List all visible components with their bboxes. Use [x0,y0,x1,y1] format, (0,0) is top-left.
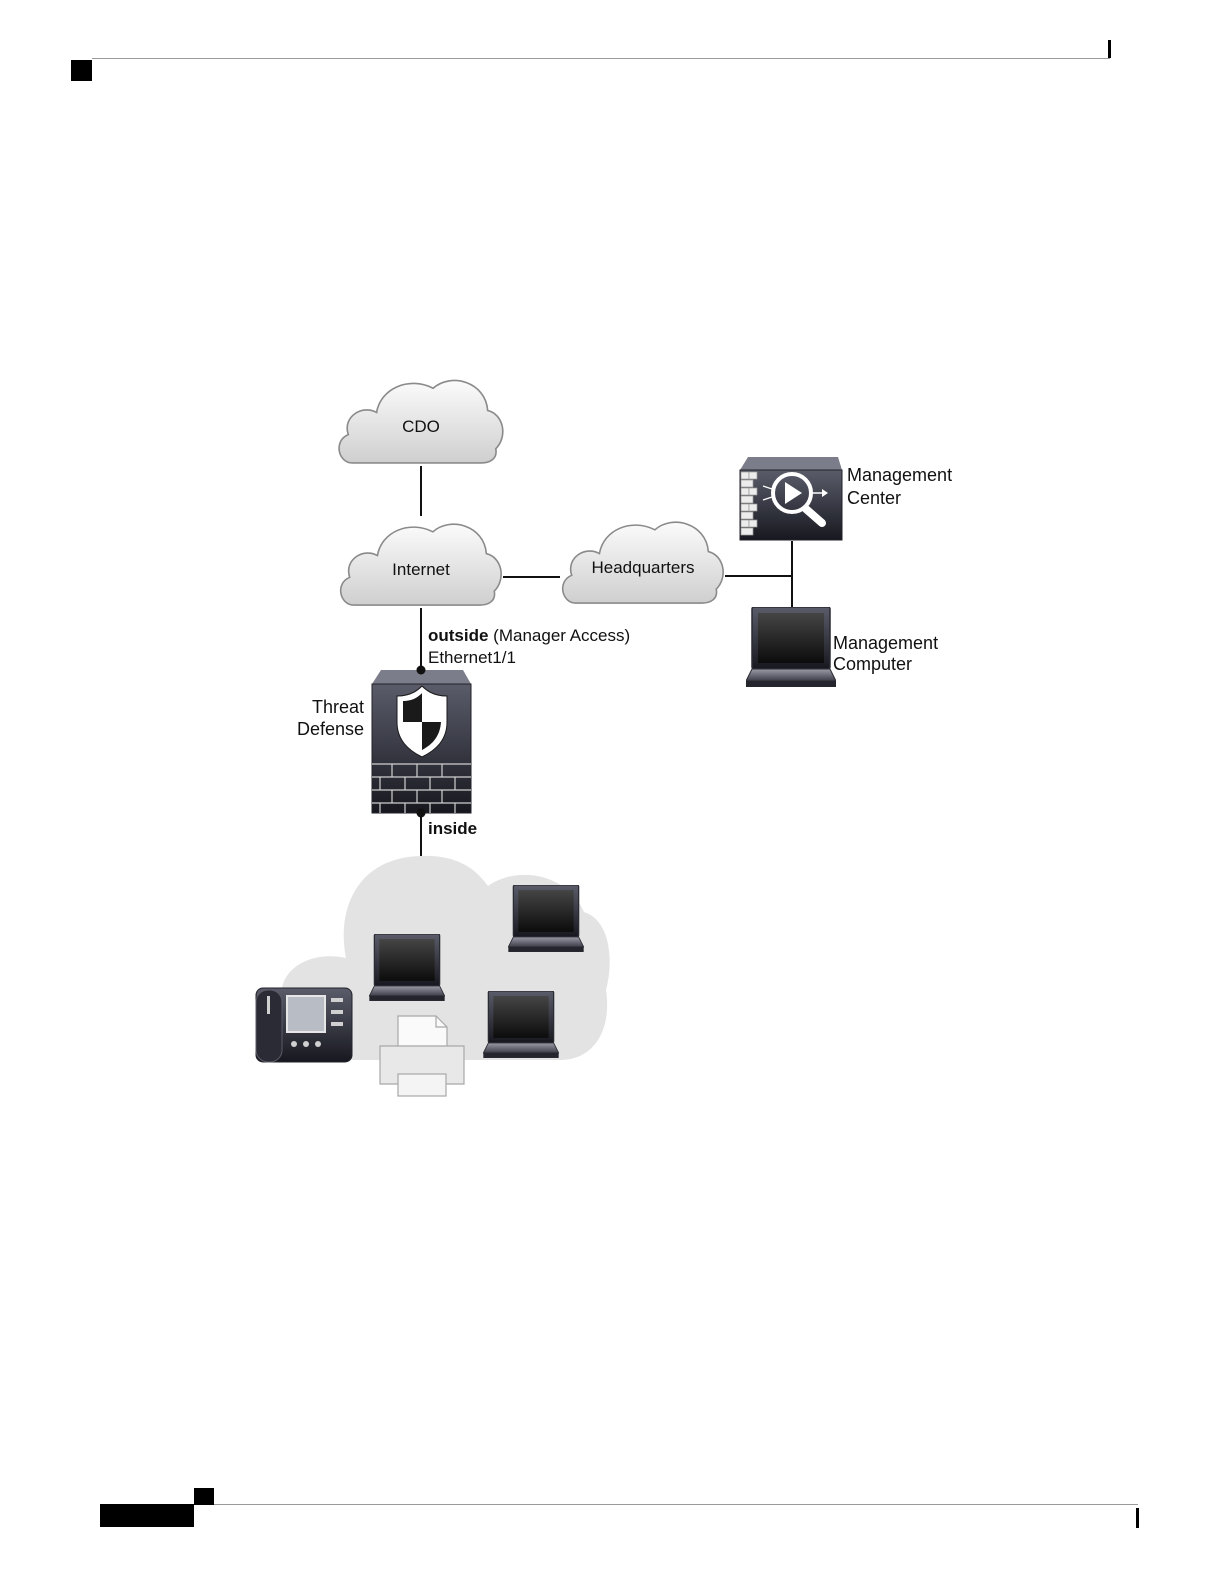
management-computer-label-line1: Management [833,633,938,653]
outside-port-dot [417,666,426,675]
headquarters-cloud: Headquarters [563,522,723,603]
threat-defense-label-line1: Threat [312,697,364,717]
management-center-icon [740,457,842,540]
cdo-label: CDO [402,417,440,436]
outside-interface-label: outside (Manager Access) [428,626,630,645]
management-center-label-line2: Center [847,488,901,508]
outside-interface-note: (Manager Access) [488,626,630,645]
ip-phone-icon [256,988,352,1062]
threat-defense-icon [372,670,471,813]
cdo-cloud: CDO [339,381,503,463]
internet-cloud: Internet [341,524,501,605]
internet-label: Internet [392,560,450,579]
lan-laptop-lower-right [483,991,558,1058]
threat-defense-label-line2: Defense [297,719,364,739]
management-computer-label-line2: Computer [833,654,912,674]
management-center-label-line1: Management [847,465,952,485]
outside-interface-name: outside [428,626,488,645]
lan-laptop-center [369,934,444,1001]
headquarters-label: Headquarters [591,558,694,577]
management-computer-icon [746,607,836,687]
lan-laptop-top-right [508,885,583,952]
inside-port-dot [417,809,426,818]
outside-interface-port: Ethernet1/1 [428,648,516,667]
inside-interface-label: inside [428,819,477,838]
